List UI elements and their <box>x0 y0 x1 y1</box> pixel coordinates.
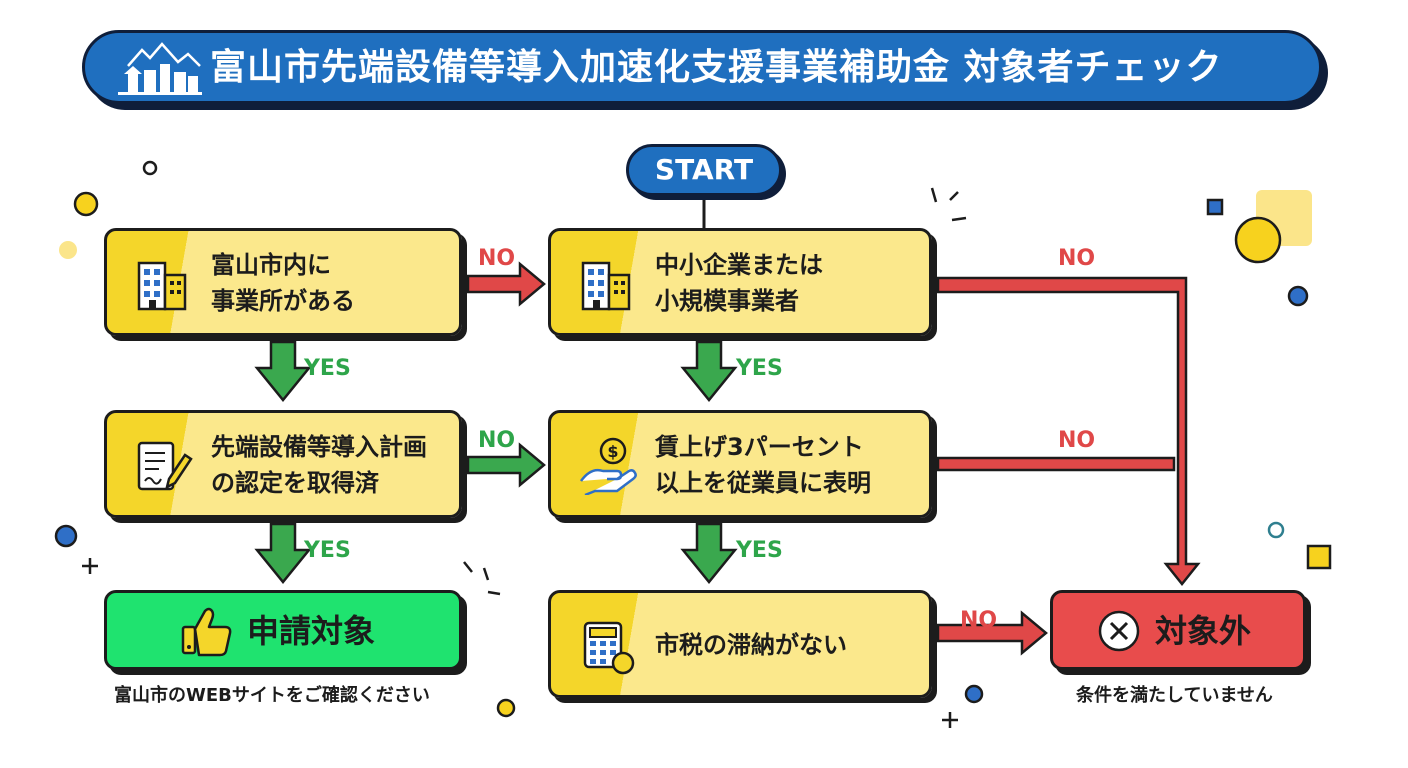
yes-arrow <box>680 522 738 584</box>
edge-label-yes: YES <box>304 356 351 381</box>
decision-text-line2: の認定を取得済 <box>211 469 379 497</box>
thumbs-up-icon <box>179 603 233 663</box>
decision-text: 市税の滞納がない <box>655 631 847 659</box>
decision-office-in-city: 富山市内に 事業所がある <box>104 228 462 336</box>
decision-text-line1: 賃上げ3パーセント <box>655 433 864 461</box>
no-arrow-green <box>466 442 546 488</box>
decision-wage-raise: $ 賃上げ3パーセント 以上を従業員に表明 <box>548 410 932 518</box>
edge-label-no: NO <box>1058 428 1096 453</box>
result-eligible-caption: 富山市のWEBサイトをご確認ください <box>114 685 430 706</box>
edge-label-yes: YES <box>304 538 351 563</box>
edge-label-no: NO <box>478 246 516 271</box>
city-skyline-icon <box>118 40 202 96</box>
no-path-right <box>936 276 1201 587</box>
yes-arrow <box>254 340 312 402</box>
decision-text-line2: 事業所がある <box>211 287 355 315</box>
building-icon <box>579 259 635 315</box>
no-arrow <box>466 261 546 307</box>
edge-label-no-green: NO <box>478 428 516 453</box>
decision-no-tax-arrears: 市税の滞納がない <box>548 590 932 698</box>
result-not-eligible-caption: 条件を満たしていません <box>1076 685 1273 706</box>
yes-arrow <box>680 340 738 402</box>
title-banner <box>82 30 1322 104</box>
calculator-coin-icon <box>579 619 637 681</box>
result-not-eligible: 対象外 <box>1050 590 1306 670</box>
result-eligible-label: 申請対象 <box>247 612 376 650</box>
result-not-eligible-label: 対象外 <box>1155 612 1252 650</box>
decision-text-line1: 中小企業または <box>655 251 823 279</box>
x-circle-icon <box>1097 609 1141 657</box>
edge-label-no: NO <box>960 608 998 633</box>
decision-text-line1: 富山市内に <box>211 251 331 279</box>
edge-label-no: NO <box>1058 246 1096 271</box>
document-pen-icon <box>135 439 193 499</box>
result-eligible: 申請対象 <box>104 590 462 670</box>
decision-sme: 中小企業または 小規模事業者 <box>548 228 932 336</box>
decision-plan-certified: 先端設備等導入計画 の認定を取得済 <box>104 410 462 518</box>
building-icon <box>135 259 191 315</box>
decision-text-line1: 先端設備等導入計画 <box>211 433 427 461</box>
edge-label-yes: YES <box>736 538 783 563</box>
decision-text-line2: 以上を従業員に表明 <box>655 469 871 497</box>
decision-text-line2: 小規模事業者 <box>655 287 799 315</box>
decorations <box>54 160 1332 728</box>
svg-text:$: $ <box>607 442 618 461</box>
hand-coin-icon: $ <box>577 435 637 499</box>
no-arrow <box>936 610 1048 656</box>
start-node: START <box>626 144 782 196</box>
page-title: 富山市先端設備等導入加速化支援事業補助金 対象者チェック <box>210 47 1223 88</box>
yes-arrow <box>254 522 312 584</box>
edge-label-yes: YES <box>736 356 783 381</box>
